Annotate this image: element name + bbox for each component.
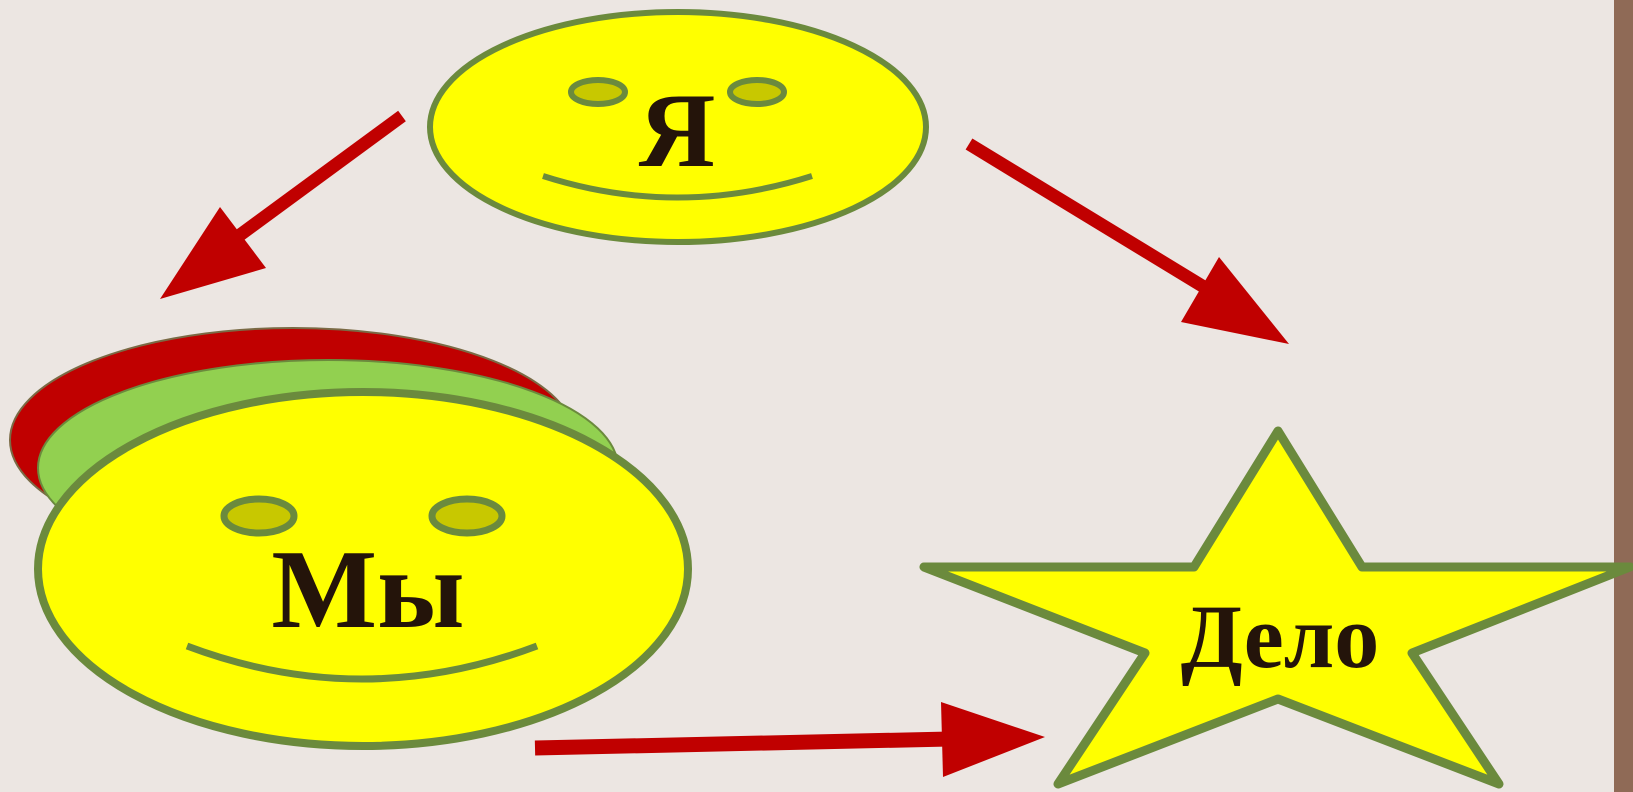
ya-right-eye [727, 77, 787, 107]
my-label: Мы [271, 528, 464, 652]
ya-label: Я [639, 72, 716, 189]
ya-face [427, 9, 929, 245]
ya-node: Я [427, 9, 929, 245]
my-node: Мы [9, 327, 692, 750]
delo-node: Дело [919, 426, 1633, 789]
delo-label: Дело [1181, 588, 1379, 687]
my-smile [185, 642, 539, 683]
arrow-ya-to-delo-shaft [965, 138, 1226, 304]
arrow-my-to-delo-shaft [534, 731, 951, 756]
delo-star [919, 426, 1633, 789]
my-left-eye [220, 495, 298, 537]
arrow-ya-to-my [160, 110, 406, 299]
arrow-ya-to-delo [965, 138, 1289, 344]
arrow-my-to-delo [534, 702, 1045, 777]
ya-left-eye [568, 77, 628, 107]
arrow-ya-to-my-shaft [221, 110, 406, 252]
arrow-ya-to-my-head [160, 207, 266, 299]
my-right-eye [428, 495, 506, 537]
my-face [34, 388, 692, 750]
ya-smile [542, 173, 813, 201]
side-bar [1614, 0, 1633, 792]
arrow-my-to-delo-head [941, 702, 1045, 777]
arrow-ya-to-delo-head [1181, 257, 1289, 344]
